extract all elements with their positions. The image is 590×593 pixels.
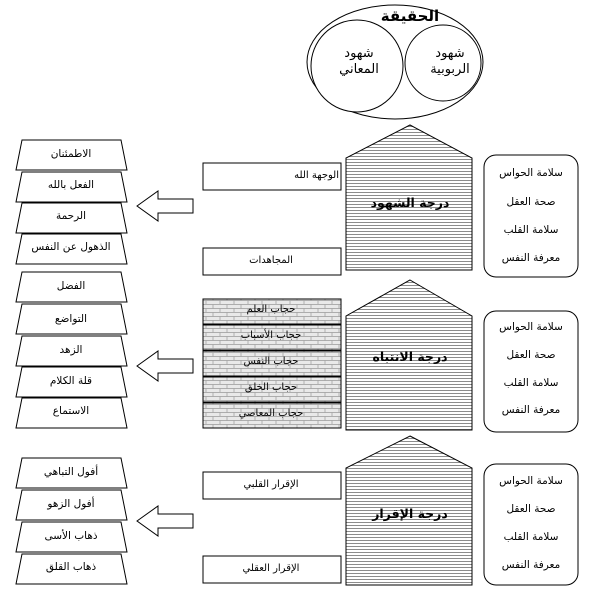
veil-label: حجاب المعاصي: [238, 408, 304, 419]
middle-box: [202, 471, 342, 500]
veil-box: [202, 324, 342, 351]
right-list-item: معرفة النفس: [501, 404, 561, 416]
house-shape-2: [345, 279, 473, 431]
lordship-circle: [404, 24, 482, 102]
left-list-item: التواضع: [54, 313, 88, 325]
veil-box: [202, 376, 342, 403]
trait-shape: [15, 553, 128, 585]
trait-shape: [15, 397, 128, 429]
left-list-item: الفضل: [56, 280, 86, 292]
house-label-iqrar: درجة الإقرار: [372, 506, 448, 521]
right-circle-label: شهود الربوبية: [430, 46, 470, 78]
middle-box-label: الوجهة الله: [294, 170, 339, 181]
veil-box: [202, 350, 342, 377]
veil-box: [202, 402, 342, 429]
trait-shape: [15, 335, 128, 367]
veil-label: حجاب الخلق: [244, 382, 298, 393]
trait-shape: [15, 521, 128, 553]
right-list-item: صحة العقل: [506, 349, 556, 361]
left-list-item: الزهد: [59, 344, 83, 356]
house-label-shuhud: درجة الشهود: [370, 195, 450, 210]
veil-label: حجاب الأسباب: [240, 330, 302, 341]
left-list-item: الذهول عن النفس: [31, 241, 111, 253]
veil-label: حجاب النفس: [243, 356, 299, 367]
right-list-item: سلامة القلب: [503, 224, 559, 236]
left-list-item: الاستماع: [52, 405, 90, 417]
right-list-item: سلامة الحواس: [499, 321, 563, 333]
conditions-box: [483, 310, 579, 433]
trait-shape: [15, 457, 128, 489]
house-label-intibah: درجة الانتباه: [372, 349, 448, 364]
left-circle-label: شهود المعاني: [339, 46, 379, 78]
trait-shape: [15, 489, 128, 521]
left-arrow: [136, 505, 194, 537]
middle-box: [202, 162, 342, 191]
left-list-item: قلة الكلام: [49, 375, 93, 387]
trait-shape: [15, 139, 128, 171]
right-list-item: سلامة القلب: [503, 377, 559, 389]
left-list-item: أفول التباهي: [43, 466, 99, 478]
left-list-item: الفعل بالله: [47, 179, 95, 191]
left-list-item: أفول الزهو: [47, 498, 95, 510]
trait-shape: [15, 171, 128, 203]
trait-shape: [15, 233, 128, 265]
left-arrow: [136, 190, 194, 222]
conditions-box: [483, 463, 579, 586]
trait-shape: [15, 271, 128, 303]
left-list-item: ذهاب القلق: [45, 561, 97, 573]
right-list-item: معرفة النفس: [501, 559, 561, 571]
middle-box-label: الإقرار العقلي: [242, 563, 300, 574]
left-list-item: الرحمة: [55, 210, 87, 222]
left-list-item: الاطمئنان: [50, 148, 92, 160]
left-list-item: ذهاب الأسى: [44, 530, 98, 542]
right-list-item: معرفة النفس: [501, 252, 561, 264]
oval-title: الحقيقة: [380, 7, 440, 25]
trait-shape: [15, 202, 128, 234]
left-arrow: [136, 350, 194, 382]
trait-shape: [15, 366, 128, 398]
right-list-item: سلامة الحواس: [499, 167, 563, 179]
middle-box-label: الإقرار القلبي: [243, 479, 299, 490]
middle-box: [202, 555, 342, 584]
middle-box: [202, 247, 342, 276]
conditions-box: [483, 154, 579, 278]
right-list-item: سلامة القلب: [503, 531, 559, 543]
trait-shape: [15, 303, 128, 335]
veil-label: حجاب العلم: [246, 304, 296, 315]
right-list-item: سلامة الحواس: [499, 475, 563, 487]
right-list-item: صحة العقل: [506, 196, 556, 208]
middle-box-label: المجاهدات: [249, 255, 293, 266]
house-shape-3: [345, 435, 473, 586]
meanings-circle: [310, 19, 404, 113]
house-shape-1: [345, 124, 473, 271]
right-list-item: صحة العقل: [506, 503, 556, 515]
veil-box: [202, 298, 342, 325]
